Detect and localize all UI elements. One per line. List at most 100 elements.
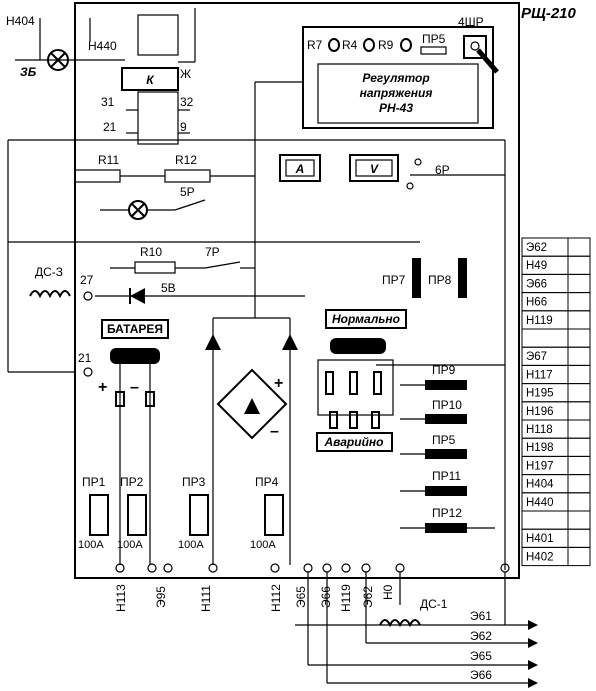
label-pr8: ПР8 [428,273,452,287]
relay-k-coil [121,67,179,91]
switch-4shr-handle [476,48,499,74]
table-cell-empty [567,346,591,366]
terminal-n113 [115,563,125,573]
table-row: Н49 [526,260,547,272]
label-4shr: 4ШР [458,15,484,29]
label-n404: Н404 [6,14,35,28]
panel-frame [74,2,520,579]
label-21-top: 21 [103,120,117,134]
label-9: 9 [180,120,187,134]
emergency-box [316,432,393,452]
label-7p: 7Р [205,245,220,259]
table-cell-empty [567,455,591,476]
label-pr3-amp: 100А [178,539,204,551]
label-r12: R12 [175,153,197,167]
table-cell [521,328,569,348]
switch-connector [330,338,386,354]
label-r11: R11 [98,153,119,167]
ammeter-label: А [295,162,305,176]
label-pr2: ПР2 [120,475,144,489]
label-ds1: ДС-1 [420,597,448,611]
table-cell-empty [567,255,591,275]
label-pr10: ПР10 [432,398,462,412]
table-cell-empty [567,474,591,494]
label-zb: ЗБ [20,65,37,79]
label-e61: Э61 [470,609,492,623]
lamp-5p-cross2 [131,203,145,217]
battery-connector [110,348,160,364]
ammeter [279,154,321,182]
battery-plus: + [98,379,107,396]
label-zh: Ж [180,67,191,81]
label-n111: Н111 [199,585,213,612]
normal-label: Нормально [332,312,400,326]
table-row: Н119 [526,315,553,327]
label-e62: Э62 [361,586,375,608]
label-pr11: ПР11 [432,469,461,483]
table-cell [521,510,569,530]
table-cell-empty [567,510,591,530]
label-r7: R7 [307,38,323,52]
switch-pole-4 [329,411,338,429]
table-row: Н195 [526,388,554,400]
regulator-block [302,26,494,129]
fuse-pr1 [89,494,109,536]
terminal-e95-a [147,563,157,573]
terminal-r9 [400,38,412,52]
table-row: Н197 [526,460,554,472]
label-pr5-right: ПР5 [432,433,456,447]
label-27: 27 [80,273,94,287]
choke-ds3 [29,290,71,299]
label-n112: Н112 [269,584,283,612]
regulator-line1: Регулятор [362,71,429,85]
table-cell-empty [567,292,591,312]
table-cell-empty [567,419,591,439]
fuse-pr11 [425,486,467,496]
label-pr2-amp: 100А [117,539,143,551]
switch-body [317,359,394,416]
terminal-n112 [270,563,280,573]
fuse-pr4 [264,494,284,536]
table-cell-empty [567,401,591,421]
table-cell-empty [567,364,591,385]
terminal-r4 [363,38,375,52]
label-pr3: ПР3 [182,475,206,489]
regulator-line2: напряжения [360,86,433,100]
label-pr5-top: ПР5 [422,32,446,46]
bottom-terminals [115,563,510,573]
voltmeter-label: V [370,162,379,176]
table-row: Н118 [526,424,553,436]
switch-pole-3 [373,371,382,395]
label-pr12: ПР12 [432,506,462,520]
label-pr4: ПР4 [255,475,279,489]
fuses-right: ПР9 ПР10 ПР5 ПР11 ПР12 [400,363,495,533]
terminal-e62 [361,563,371,573]
label-n119: Н119 [339,584,353,612]
fuse-pr10 [425,414,467,424]
terminal-n111 [208,563,218,573]
terminal-6p-b [406,182,414,190]
terminal-6p-a [414,158,422,166]
label-e65-out: Э65 [470,649,492,663]
table-cell-empty [567,546,591,567]
fuse-pr8 [458,258,467,298]
arrow-e62 [528,638,538,648]
label-r4: R4 [342,38,358,52]
arrow-e65 [528,660,538,670]
table-row: Н401 [526,533,554,545]
label-6p: 6Р [435,163,450,177]
terminal-e65 [303,563,313,573]
table-cell-empty [567,528,591,548]
table-cell-empty [567,383,591,403]
table-row: Э62 [526,242,547,254]
table-row: Э67 [526,351,547,363]
table-row: Н66 [526,297,547,309]
terminal-e66 [322,563,332,573]
bridge-diode [244,398,260,414]
label-31: 31 [101,95,115,109]
fuse-pr12 [425,523,467,533]
switch-pole-1 [325,371,334,395]
voltmeter [349,154,399,182]
table-row: Н402 [526,551,554,563]
